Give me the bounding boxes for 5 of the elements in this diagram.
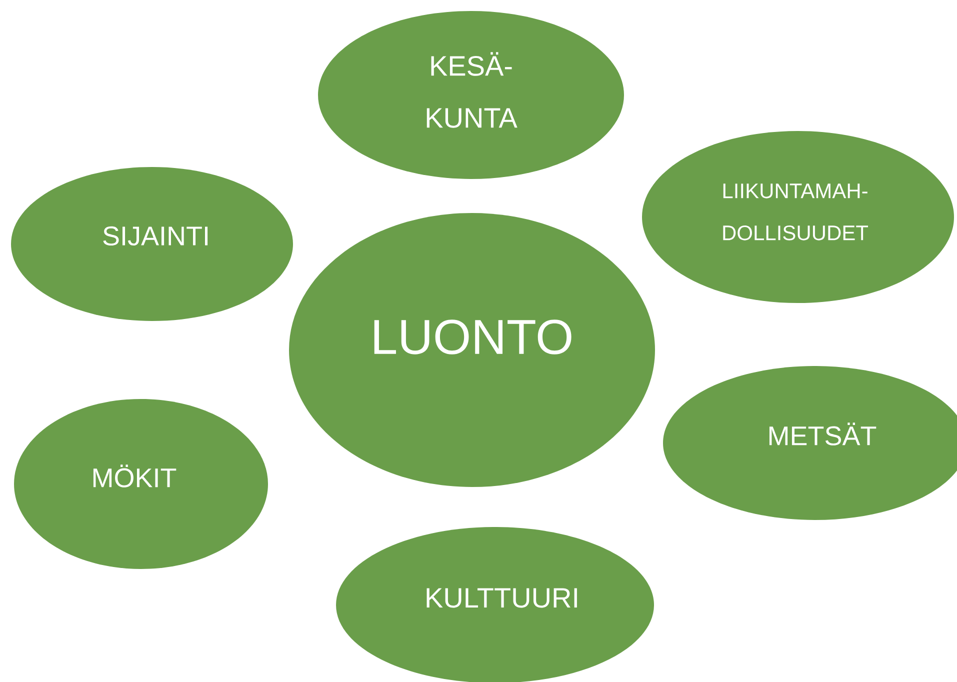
ellipse-node: MÖKIT — [14, 399, 268, 569]
ellipse-node: KESÄ- KUNTA — [318, 11, 624, 179]
ellipse-node: SIJAINTI — [11, 167, 293, 321]
ellipse-node: LUONTO — [289, 213, 655, 487]
ellipse-node: LIIKUNTAMAH- DOLLISUUDET — [642, 131, 954, 303]
